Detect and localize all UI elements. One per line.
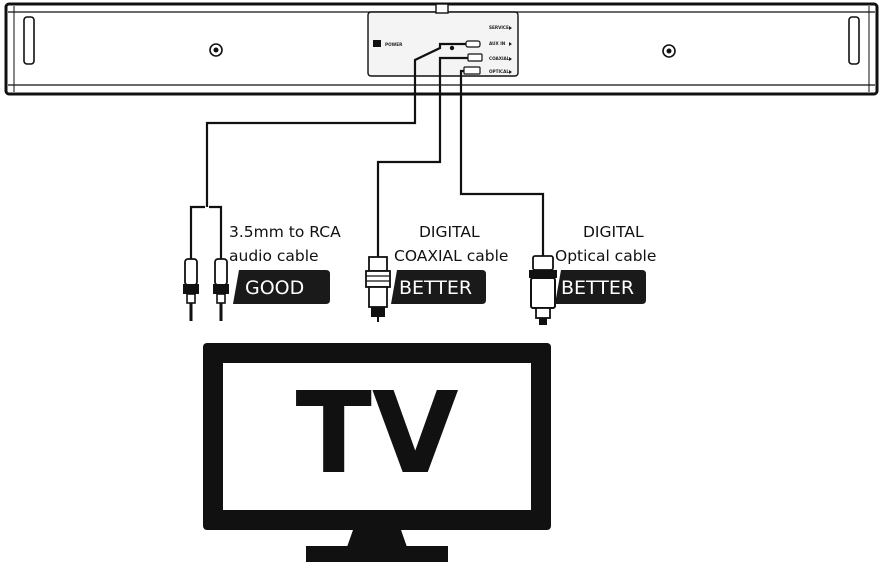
rating-badges: GOOD BETTER BETTER <box>233 270 646 304</box>
rating-badge-better-coax-text: BETTER <box>399 277 472 299</box>
power-button-icon <box>373 40 381 47</box>
port-label-optical: OPTICAL <box>489 69 509 74</box>
rating-badge-better-optical <box>555 270 646 304</box>
right-end-slot <box>848 16 860 65</box>
cable-captions: 3.5mm to RCA audio cable DIGITAL COAXIAL… <box>229 223 656 265</box>
rca-connector-icon <box>183 258 229 321</box>
port-label-coaxial: COAXIAL <box>489 56 510 61</box>
rating-badge-good-text: GOOD <box>245 277 304 299</box>
tv-label: TV <box>295 369 458 499</box>
optical-connector-icon <box>529 255 557 325</box>
tv-stand-base <box>306 546 448 562</box>
mount-hole-left <box>209 43 223 57</box>
port-label-service: SERVICE <box>489 25 509 30</box>
coaxial-connector-icon <box>365 256 391 322</box>
coaxial-cable-title-line2: COAXIAL cable <box>394 247 508 265</box>
rca-cable-title-line2: audio cable <box>229 247 319 265</box>
tv-icon: TV <box>203 343 551 562</box>
coaxial-cable-title-line1: DIGITAL <box>419 223 480 241</box>
left-end-slot <box>23 16 35 65</box>
optical-cable-title-line1: DIGITAL <box>583 223 644 241</box>
optical-cable-title-line2: Optical cable <box>555 247 656 265</box>
tv-stand-neck <box>347 530 407 547</box>
power-label: POWER <box>385 42 403 47</box>
rear-panel: POWER SERVICE AUX IN COAXIAL OPTICAL <box>367 3 519 77</box>
soundbar: POWER SERVICE AUX IN COAXIAL OPTICAL <box>4 2 879 96</box>
optical-plug <box>463 66 481 75</box>
cable-wires <box>189 42 545 260</box>
port-label-aux-in: AUX IN <box>489 41 506 46</box>
rating-badge-better-optical-text: BETTER <box>561 277 634 299</box>
rca-cable-title-line1: 3.5mm to RCA <box>229 223 341 241</box>
rating-badge-good <box>233 270 330 304</box>
mount-hole-right <box>662 44 676 58</box>
rating-badge-better-coax <box>391 270 486 304</box>
coax-plug <box>467 53 483 62</box>
aux-jack-plug <box>465 40 481 48</box>
